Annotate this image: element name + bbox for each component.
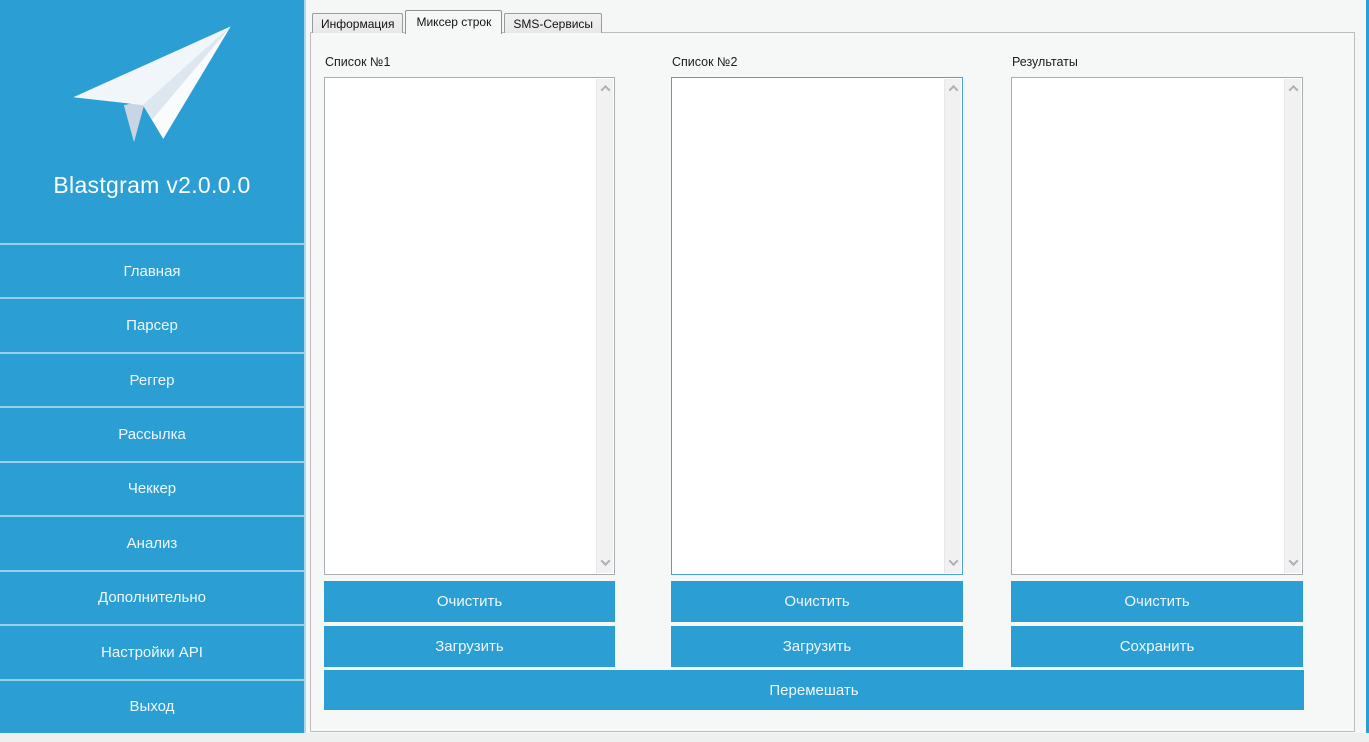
results-label: Результаты	[1012, 55, 1078, 69]
list2-vertical-scrollbar[interactable]	[944, 79, 961, 573]
results-save-button[interactable]: Сохранить	[1011, 626, 1303, 667]
results-column: Результаты Очистить Сохранить	[1011, 55, 1303, 667]
scroll-up-icon[interactable]	[600, 84, 610, 95]
tab-string-mixer[interactable]: Миксер строк	[405, 10, 503, 34]
sidebar-item-parser[interactable]: Парсер	[0, 297, 304, 351]
window-right-border	[1366, 0, 1369, 733]
list1-column: Список №1 Очистить Загрузить	[324, 55, 615, 667]
list2-textarea[interactable]	[671, 77, 963, 575]
list2-column: Список №2 Очистить Загрузить	[671, 55, 963, 667]
list2-content	[675, 80, 942, 572]
results-clear-button[interactable]: Очистить	[1011, 581, 1303, 622]
list-columns: Список №1 Очистить Загрузить Список №2	[324, 55, 1354, 667]
main-area: Информация Миксер строк SMS-Сервисы Спис…	[306, 0, 1366, 733]
scroll-up-icon[interactable]	[948, 84, 958, 95]
results-textarea[interactable]	[1011, 77, 1303, 575]
sidebar-item-regger[interactable]: Реггер	[0, 351, 304, 406]
sidebar-item-analysis[interactable]: Анализ	[0, 515, 304, 569]
sidebar-item-exit[interactable]: Выход	[0, 678, 304, 733]
sidebar-menu: Главная Парсер Реггер Рассылка Чеккер Ан…	[0, 243, 304, 733]
list1-label: Список №1	[325, 55, 391, 69]
list2-load-button[interactable]: Загрузить	[671, 626, 963, 667]
sidebar: Blastgram v2.0.0.0 Главная Парсер Реггер…	[0, 0, 306, 733]
scroll-up-icon[interactable]	[1288, 84, 1298, 95]
logo-area: Blastgram v2.0.0.0	[0, 0, 304, 243]
sidebar-item-mailing[interactable]: Рассылка	[0, 406, 304, 460]
results-content	[1015, 80, 1282, 572]
scroll-down-icon[interactable]	[948, 556, 958, 567]
list1-vertical-scrollbar[interactable]	[596, 79, 613, 573]
sidebar-item-checker[interactable]: Чеккер	[0, 460, 304, 515]
sidebar-item-api-settings[interactable]: Настройки API	[0, 624, 304, 678]
list1-clear-button[interactable]: Очистить	[324, 581, 615, 622]
list2-clear-button[interactable]: Очистить	[671, 581, 963, 622]
list1-content	[328, 80, 594, 572]
sidebar-item-main[interactable]: Главная	[0, 243, 304, 297]
sidebar-item-extra[interactable]: Дополнительно	[0, 569, 304, 624]
list1-load-button[interactable]: Загрузить	[324, 626, 615, 667]
scroll-down-icon[interactable]	[1288, 556, 1298, 567]
shuffle-button[interactable]: Перемешать	[324, 670, 1304, 710]
telegram-plane-icon	[73, 26, 231, 143]
window-bottom-strip	[0, 733, 1369, 742]
app-title: Blastgram v2.0.0.0	[53, 172, 251, 198]
mixer-tab-panel: Список №1 Очистить Загрузить Список №2	[310, 32, 1355, 732]
list1-textarea[interactable]	[324, 77, 615, 575]
results-vertical-scrollbar[interactable]	[1284, 79, 1301, 573]
list2-label: Список №2	[672, 55, 738, 69]
tab-strip: Информация Миксер строк SMS-Сервисы	[312, 10, 604, 34]
tab-information[interactable]: Информация	[312, 13, 404, 33]
scroll-down-icon[interactable]	[600, 556, 610, 567]
tab-sms-services[interactable]: SMS-Сервисы	[504, 13, 603, 33]
